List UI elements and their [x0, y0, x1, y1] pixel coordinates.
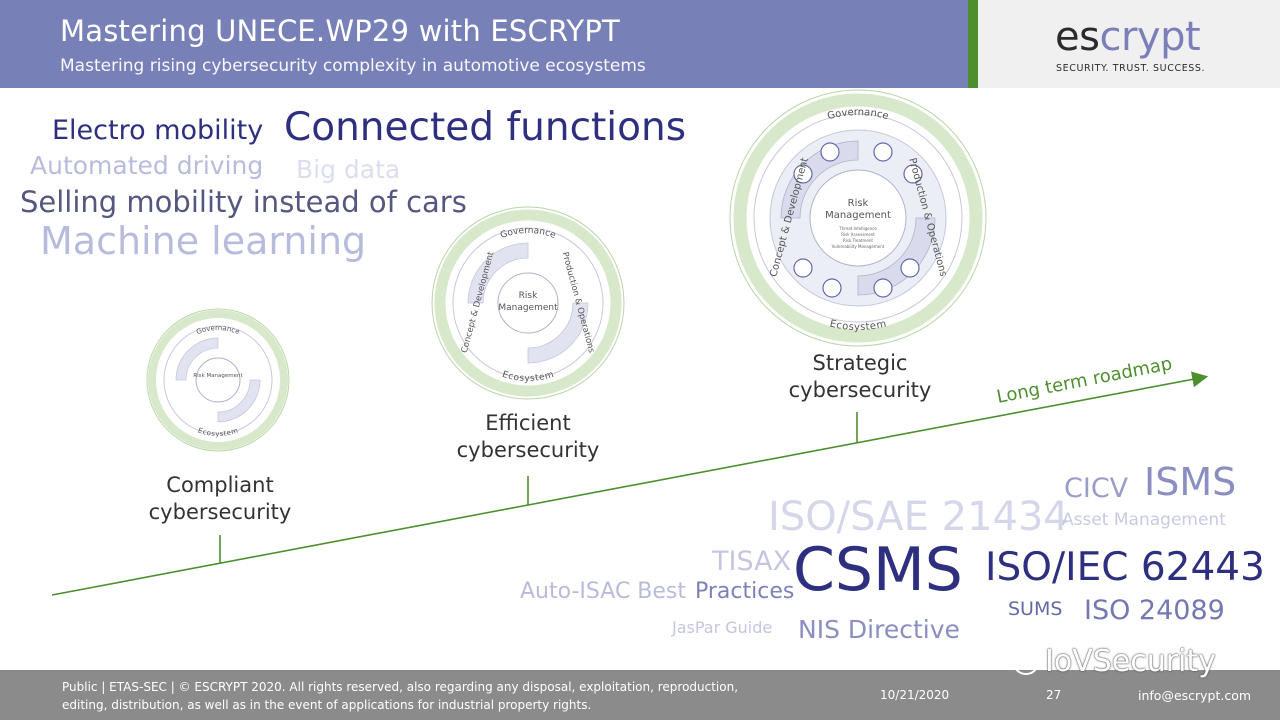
center-item: Risk Treatment [843, 238, 873, 243]
header-divider [968, 0, 978, 88]
logo-tagline: SECURITY. TRUST. SUCCESS. [1056, 63, 1206, 74]
stage-label-line1: Efficient [485, 411, 571, 435]
standard-iso-24089: ISO 24089 [1084, 595, 1225, 626]
wechat-icon [1002, 646, 1038, 675]
ring-governance-label: Governance [499, 226, 557, 241]
standard-cicv: CICV [1064, 473, 1129, 504]
ring-ecosystem-label: Ecosystem [829, 319, 888, 334]
escrypt-logo: escrypt [1055, 14, 1201, 60]
svg-text:Governance: Governance [826, 107, 889, 122]
stage-label-line2: cybersecurity [148, 500, 292, 525]
center-item: Vulnerability Management [832, 244, 885, 249]
trend-machine-learning: Machine learning [40, 219, 367, 263]
standard-practices: Practices [695, 579, 795, 604]
standard-iso-sae-21434: ISO/SAE 21434 [768, 494, 1069, 540]
trend-automated-driving: Automated driving [30, 151, 264, 180]
standard-csms: CSMS [793, 535, 963, 605]
footer-legal-line2: editing, distribution, as well as in the… [62, 698, 592, 712]
ring-ecosystem-label: Ecosystem [197, 426, 239, 438]
footer-date: 10/21/2020 [880, 688, 950, 702]
network-icon [793, 258, 813, 278]
trend-selling-mobility: Selling mobility instead of cars [20, 185, 467, 219]
logo-crypt: crypt [1099, 14, 1201, 60]
management-label: Management [825, 210, 891, 221]
management-label: Management [498, 303, 558, 313]
handshake-icon [873, 278, 893, 298]
center-item: Risk Assessment [841, 232, 875, 237]
trend-big-data: Big data [296, 155, 401, 184]
ring-governance-label: Governance [195, 324, 241, 336]
stage-label-efficient: Efficient cybersecurity [438, 410, 618, 465]
standard-isms: ISMS [1144, 460, 1237, 504]
roadmap-arrow [51, 371, 1209, 596]
footer-legal-text: Public | ETAS-SEC | © ESCRYPT 2020. All … [62, 678, 782, 714]
stage-label-line1: Compliant [166, 473, 274, 497]
standard-jaspar-guide: JasPar Guide [672, 618, 773, 637]
stage-label-line2: cybersecurity [456, 438, 600, 463]
standard-tisax: TISAX [712, 546, 792, 577]
standard-auto-isac: Auto-ISAC Best [520, 579, 687, 604]
building-icon [793, 164, 813, 184]
risk-management-label: Risk Management [193, 373, 243, 379]
svg-text:Ecosystem: Ecosystem [829, 319, 888, 334]
svg-text:Governance: Governance [499, 226, 557, 241]
standard-iso-iec-62443: ISO/IEC 62443 [985, 545, 1265, 590]
svg-text:Ecosystem: Ecosystem [501, 370, 555, 384]
risk-label: Risk [519, 291, 538, 301]
ring-ecosystem-label: Ecosystem [501, 370, 555, 384]
standard-sums: SUMS [1008, 598, 1063, 620]
trend-electro-mobility: Electro mobility [52, 115, 264, 146]
chart-icon [873, 142, 893, 162]
stage-label-compliant: Compliant cybersecurity [130, 472, 310, 527]
slide-subtitle: Mastering rising cybersecurity complexit… [60, 56, 646, 76]
standard-nis-directive: NIS Directive [798, 615, 960, 644]
trend-connected-functions: Connected functions [284, 105, 687, 150]
center-item: Threat Intelligence [838, 226, 877, 231]
stage-label-strategic: Strategic cybersecurity [770, 350, 950, 405]
cycle-diagram-strategic: Governance Ecosystem Risk Management Thr… [729, 89, 987, 347]
slide-title: Mastering UNECE.WP29 with ESCRYPT [60, 14, 620, 48]
process-icon [820, 142, 840, 162]
standard-asset-management: Asset Management [1062, 510, 1226, 530]
svg-text:Governance: Governance [195, 324, 241, 336]
svg-text:Ecosystem: Ecosystem [197, 426, 239, 438]
footer-bar [0, 670, 1280, 720]
watermark-text: IoVSecurity [1045, 644, 1216, 679]
ring-governance-label: Governance [826, 107, 889, 122]
logo-es: es [1055, 14, 1100, 60]
logo-box [978, 0, 1280, 88]
footer-page-number: 27 [1046, 688, 1062, 702]
cycle-diagram-compliant: Governance Ecosystem Risk Management [146, 308, 290, 452]
refresh-icon [900, 258, 920, 278]
search-icon [903, 164, 923, 184]
risk-label: Risk [848, 198, 869, 209]
stage-label-line1: Strategic [812, 351, 908, 375]
header-band [0, 0, 968, 88]
audit-icon [822, 278, 842, 298]
stage-label-line2: cybersecurity [788, 378, 932, 403]
cycle-diagram-efficient: Governance Ecosystem Risk Management Con… [431, 206, 625, 400]
footer-legal-line1: Public | ETAS-SEC | © ESCRYPT 2020. All … [62, 680, 739, 694]
footer-email: info@escrypt.com [1138, 688, 1252, 703]
